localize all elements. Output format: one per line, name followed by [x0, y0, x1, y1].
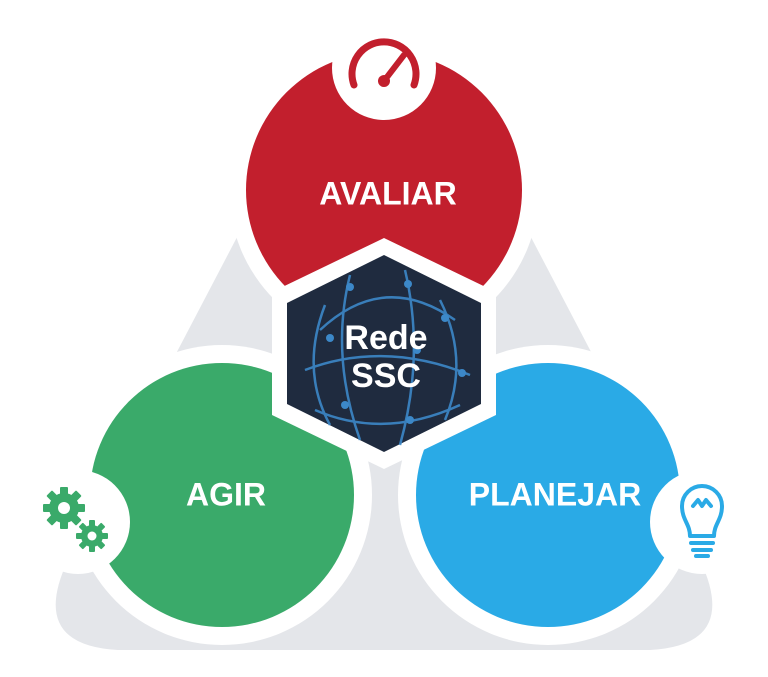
speedometer-badge	[332, 16, 436, 120]
hub-hexagon	[287, 255, 481, 452]
avaliar-circle[interactable]	[246, 52, 522, 328]
gears-badge	[26, 470, 130, 574]
network-globe-icon	[304, 269, 471, 446]
hub[interactable]: Rede SSC	[272, 238, 496, 469]
agir-label: AGIR	[186, 476, 266, 512]
network-nodes	[326, 280, 466, 424]
lightbulb-badge	[650, 470, 754, 574]
planejar-circle[interactable]	[416, 363, 680, 627]
hub-title-line2: SSC	[351, 357, 421, 395]
gears-icon	[43, 487, 108, 552]
speedometer-icon	[348, 38, 420, 89]
planejar-label: PLANEJAR	[469, 476, 641, 512]
avaliar-label: AVALIAR	[319, 175, 456, 211]
hub-title-line1: Rede	[344, 319, 427, 357]
lightbulb-icon	[680, 484, 724, 558]
agir-circle[interactable]	[90, 363, 354, 627]
